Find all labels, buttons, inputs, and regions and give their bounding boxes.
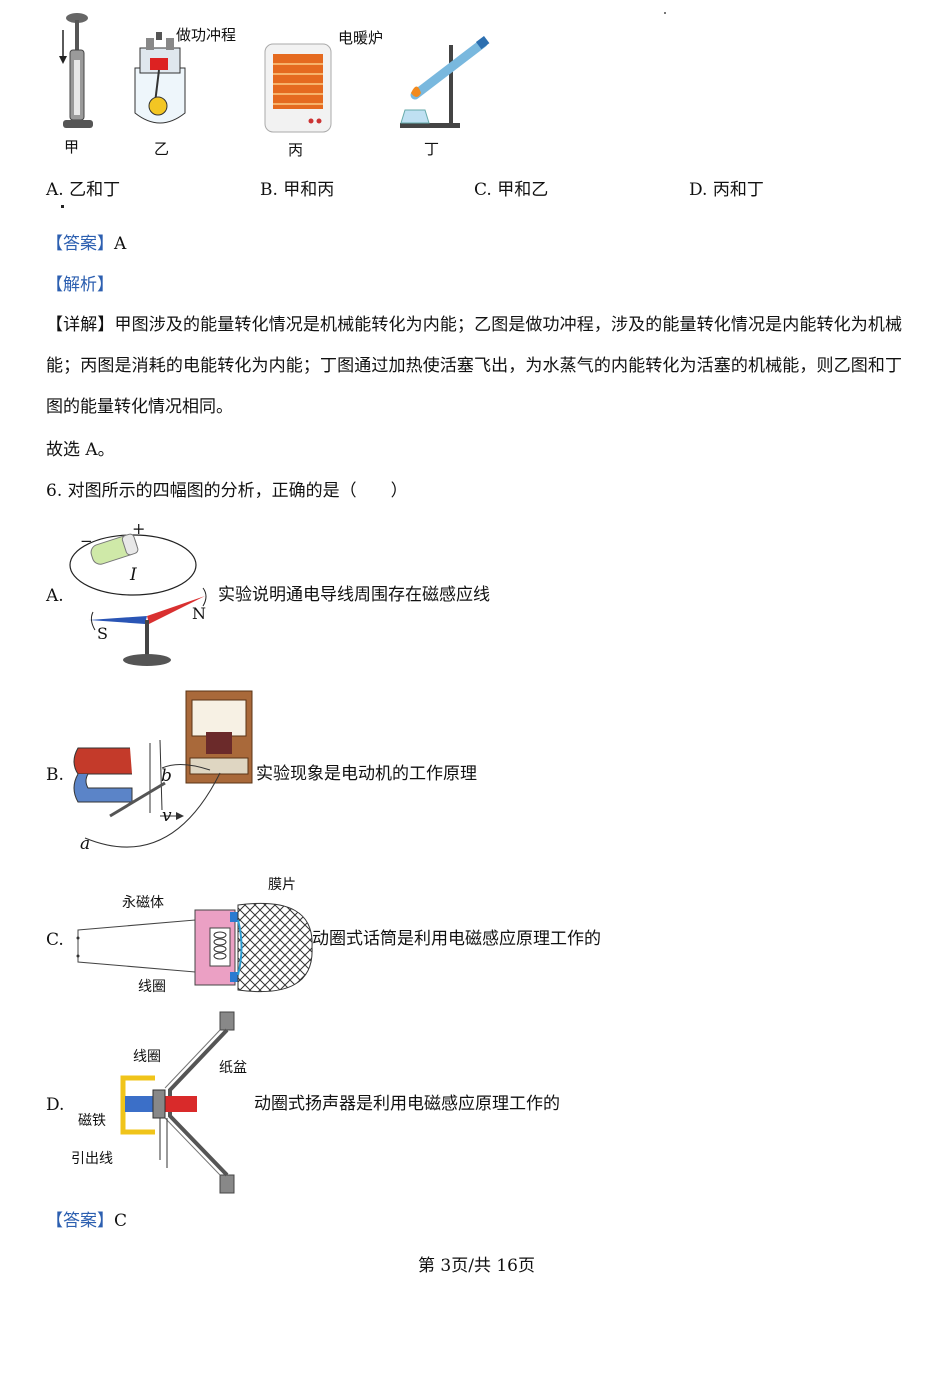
- q6-option-a-text: 实验说明通电导线周围存在磁感应线: [218, 585, 490, 605]
- fig-b-b: b: [161, 766, 172, 786]
- q5-option-c: C. 甲和乙: [474, 180, 549, 200]
- dynamic-speaker-image: [120, 1011, 235, 1194]
- fig-a-south: S: [97, 624, 108, 643]
- compass-and-wire-image: [69, 533, 207, 666]
- answer-tag: 【答案】: [46, 1211, 114, 1231]
- q6-option-c-text: 动圈式话筒是利用电磁感应原理工作的: [312, 929, 601, 949]
- q5-option-b: B. 甲和丙: [260, 180, 335, 200]
- fig-d-magnet: 磁铁: [78, 1113, 106, 1129]
- figure-caption-bing: 电暖炉: [338, 29, 384, 47]
- fig-c-magnet: 永磁体: [122, 895, 164, 911]
- fig-c-coil: 线圈: [138, 979, 166, 995]
- figure-speaker: [115, 1010, 245, 1195]
- air-compression-device-image: [59, 13, 93, 128]
- q6-option-d-letter: D.: [46, 1095, 65, 1115]
- figure-label-ding: 丁: [424, 140, 440, 158]
- detail-tag: 【详解】: [46, 315, 115, 335]
- option-a-dot: [61, 205, 64, 208]
- fig-c-diaphragm: 膜片: [268, 877, 296, 893]
- answer-value: A: [114, 234, 127, 254]
- page-footer: 第 3页/共 16页: [418, 1256, 535, 1276]
- galvanometer-and-magnet-image: [73, 690, 253, 848]
- figure-induction: [70, 688, 255, 858]
- figure-caption-yi: 做功冲程: [176, 26, 237, 44]
- electric-heater-image: [264, 43, 332, 133]
- q5-option-a: A. 乙和丁: [46, 180, 121, 200]
- answer-value: C: [114, 1211, 128, 1231]
- q5-option-d: D. 丙和丁: [689, 180, 764, 200]
- fig-a-north: N: [192, 604, 206, 623]
- q6-option-c-letter: C.: [46, 930, 64, 950]
- fig-d-leads: 引出线: [71, 1151, 113, 1167]
- page-dot: [664, 12, 666, 14]
- fig-a-current: I: [130, 565, 137, 585]
- fig-b-a: a: [80, 834, 91, 854]
- figure-jia: [55, 10, 105, 135]
- q5-answer: 【答案】A: [46, 233, 126, 255]
- q5-detail: 【详解】甲图涉及的能量转化情况是机械能转化为内能；乙图是做功冲程，涉及的能量转化…: [46, 305, 902, 428]
- test-tube-heating-image: [400, 35, 490, 128]
- q6-option-b-text: 实验现象是电动机的工作原理: [256, 764, 477, 784]
- q6-answer: 【答案】C: [46, 1210, 127, 1232]
- q5-analysis-tag: 【解析】: [46, 275, 114, 295]
- fig-a-plus: +: [132, 519, 146, 538]
- q6-option-b-letter: B.: [46, 765, 64, 785]
- figure-microphone: [70, 890, 315, 1005]
- fig-b-v: v: [162, 806, 172, 826]
- q6-option-a-letter: A.: [46, 586, 64, 606]
- q6-stem: 6. 对图所示的四幅图的分析，正确的是（ ）: [46, 481, 408, 501]
- q5-conclusion: 故选 A。: [46, 440, 115, 460]
- figure-label-bing: 丙: [288, 141, 304, 159]
- figure-yi: [130, 28, 190, 133]
- dynamic-microphone-image: [76, 902, 313, 993]
- q6-option-d-text: 动圈式扬声器是利用电磁感应原理工作的: [254, 1094, 560, 1114]
- fig-a-minus: −: [80, 532, 93, 550]
- answer-tag: 【答案】: [46, 234, 114, 254]
- power-stroke-engine-image: [134, 32, 186, 124]
- figure-bing: [263, 43, 333, 134]
- detail-text: 甲图涉及的能量转化情况是机械能转化为内能；乙图是做功冲程，涉及的能量转化情况是内…: [46, 315, 903, 417]
- figure-label-yi: 乙: [154, 140, 170, 158]
- figure-oersted: [65, 520, 215, 670]
- figure-label-jia: 甲: [64, 138, 80, 156]
- figure-ding: [395, 35, 490, 130]
- fig-d-coil: 线圈: [133, 1049, 161, 1065]
- fig-d-cone: 纸盆: [219, 1060, 247, 1076]
